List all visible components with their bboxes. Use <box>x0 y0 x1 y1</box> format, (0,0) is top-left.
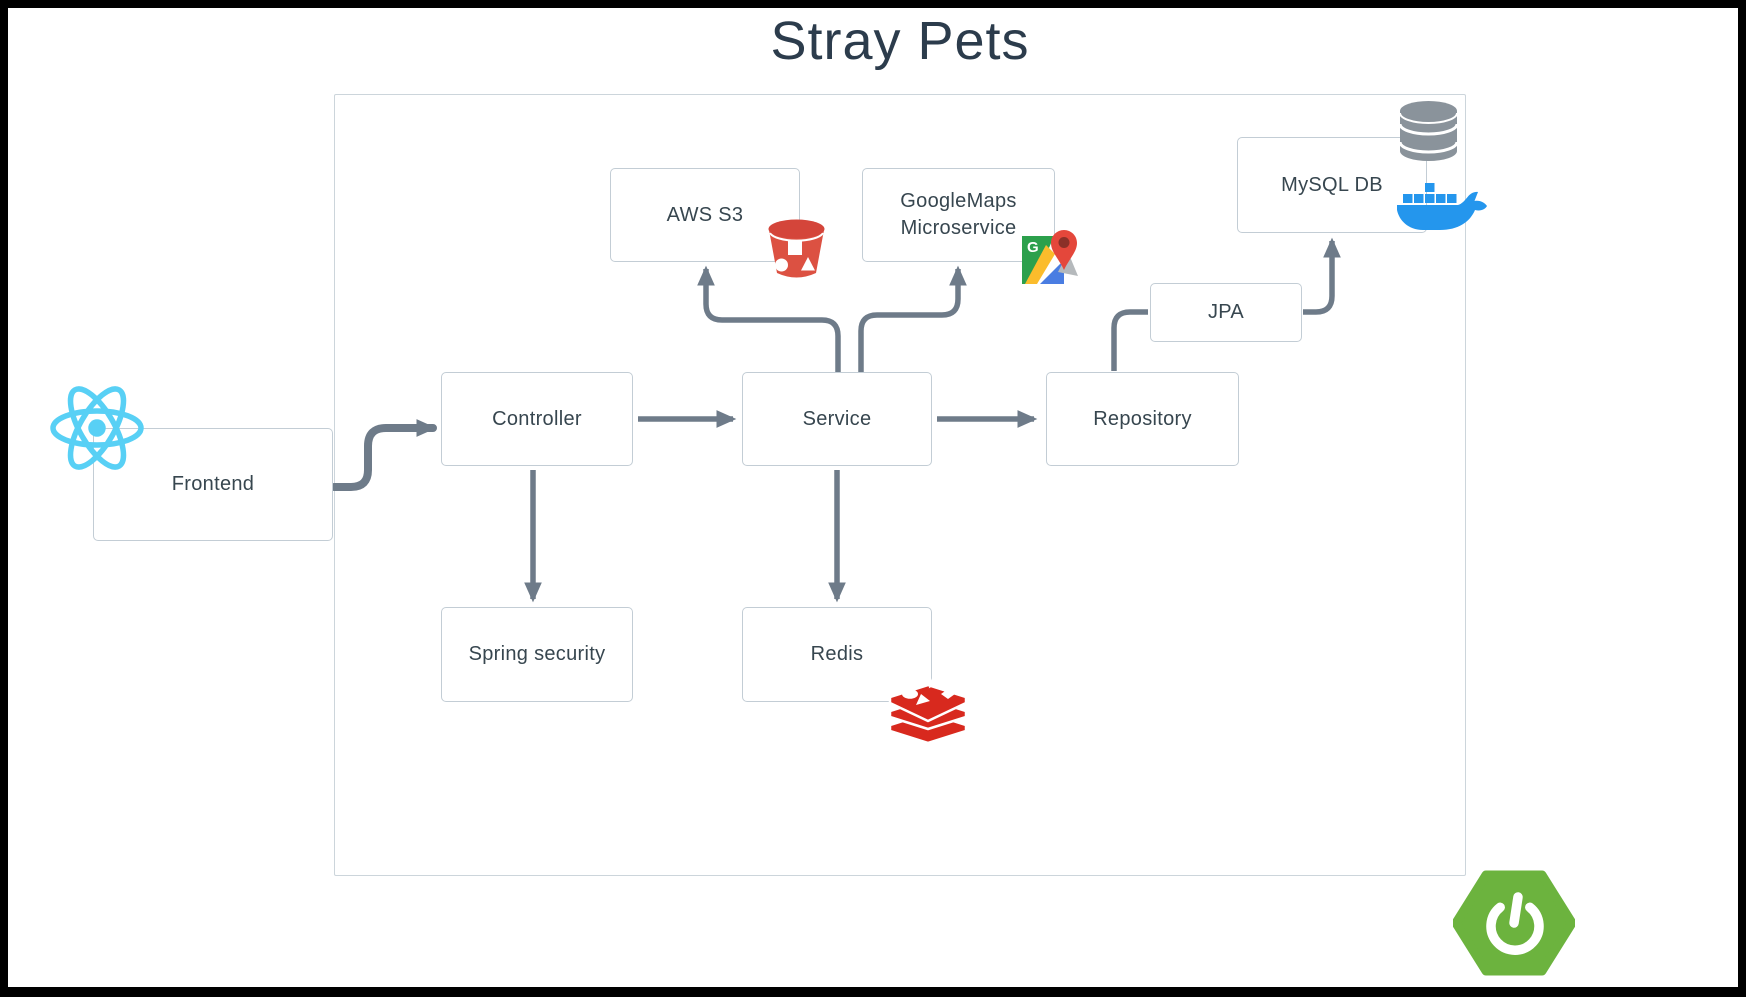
google-maps-letter: G <box>1027 239 1039 256</box>
node-frontend-label: Frontend <box>171 473 255 495</box>
node-mysql-db-label: MySQL DB <box>1281 173 1383 196</box>
s3-bucket-icon <box>765 218 828 280</box>
node-redis: Redis <box>742 607 932 702</box>
node-googlemaps-line2: Microservice <box>900 217 1017 239</box>
node-repository: Repository <box>1046 372 1239 466</box>
node-googlemaps-line1: GoogleMaps <box>900 190 1017 212</box>
node-jpa-label: JPA <box>1207 301 1245 323</box>
node-frontend: Frontend <box>93 428 333 541</box>
node-spring-security-label: Spring security <box>468 643 606 665</box>
node-controller-label: Controller <box>492 407 582 430</box>
edge-repository-jpa <box>1111 309 1148 371</box>
node-googlemaps-microservice: GoogleMaps Microservice <box>862 168 1055 262</box>
frame-border-right <box>1738 0 1746 997</box>
node-spring-security: Spring security <box>441 607 633 702</box>
node-service-label: Service <box>802 407 872 430</box>
node-repository-label: Repository <box>1093 407 1192 430</box>
redis-icon <box>885 668 971 744</box>
diagram-title: Stray Pets <box>770 11 1030 71</box>
node-aws-s3-label: AWS S3 <box>666 203 744 226</box>
frame-border-bottom <box>0 987 1746 997</box>
frame-border-left <box>0 0 8 997</box>
node-redis-label: Redis <box>810 643 864 665</box>
node-aws-s3: AWS S3 <box>610 168 800 262</box>
edge-frontend-controller <box>330 419 437 491</box>
edge-service-googlemaps <box>858 265 967 372</box>
edge-service-aws-s3 <box>697 265 841 372</box>
edge-jpa-mysql <box>1303 237 1341 315</box>
react-icon <box>47 381 147 475</box>
docker-icon <box>1396 182 1488 232</box>
google-maps-icon: G <box>1020 226 1082 286</box>
node-service: Service <box>742 372 932 466</box>
node-controller: Controller <box>441 372 633 466</box>
frame-border-top <box>0 0 1746 8</box>
database-icon <box>1397 100 1460 162</box>
node-jpa: JPA <box>1150 283 1302 342</box>
spring-boot-icon <box>1453 870 1575 976</box>
